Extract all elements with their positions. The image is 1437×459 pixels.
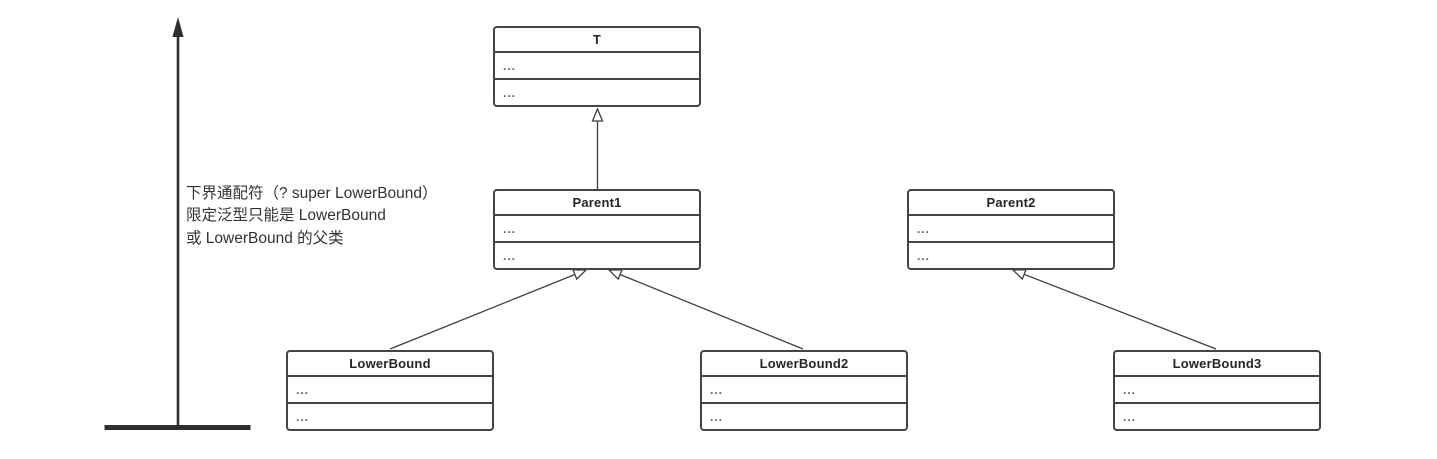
class-methods-row: ... (1115, 402, 1319, 429)
class-methods-row: ... (909, 241, 1113, 268)
hierarchy-axis-arrowhead-icon (172, 17, 184, 37)
class-name: T (495, 28, 699, 53)
class-methods-row: ... (495, 78, 699, 105)
class-name: Parent2 (909, 191, 1113, 216)
class-fields-row: ... (503, 221, 517, 236)
annotation-line-3: 或 LowerBound 的父类 (186, 229, 344, 247)
class-box-lowerbound2: LowerBound2 ... ... (700, 350, 908, 431)
class-name: LowerBound3 (1115, 352, 1319, 377)
class-fields-row: ... (296, 382, 310, 397)
class-name: LowerBound (288, 352, 492, 377)
class-box-lowerbound3: LowerBound3 ... ... (1113, 350, 1321, 431)
class-methods-row: ... (702, 402, 906, 429)
class-fields-row: ... (710, 382, 724, 397)
class-name: LowerBound2 (702, 352, 906, 377)
class-fields-row: ... (917, 221, 931, 236)
annotation-line-1: 下界通配符（? super LowerBound） (186, 185, 438, 202)
class-methods-row: ... (495, 241, 699, 268)
class-box-lowerbound: LowerBound ... ... (286, 350, 494, 431)
inheritance-line-lowerbound3-to-parent2 (1011, 269, 1217, 350)
class-name: Parent1 (495, 191, 699, 216)
inheritance-line-lowerbound2-to-parent1 (607, 269, 804, 350)
class-methods-row: ... (288, 402, 492, 429)
class-fields-row: ... (503, 58, 517, 73)
annotation-text: 下界通配符（? super LowerBound） 限定泛型只能是 LowerB… (186, 183, 438, 250)
inheritance-line-lowerbound-to-parent1 (389, 269, 588, 350)
class-fields-row: ... (1123, 382, 1137, 397)
class-box-parent1: Parent1 ... ... (493, 189, 701, 270)
class-box-parent2: Parent2 ... ... (907, 189, 1115, 270)
class-box-t: T ... ... (493, 26, 701, 107)
annotation-line-2: 限定泛型只能是 LowerBound (186, 207, 386, 225)
